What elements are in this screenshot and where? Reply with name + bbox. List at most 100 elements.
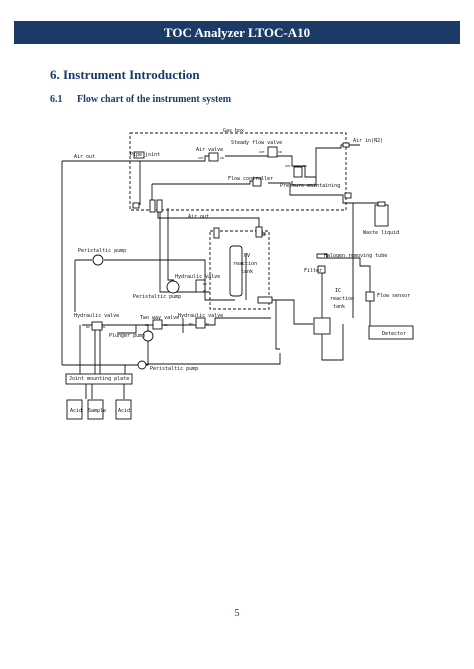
- two-way-line: [117, 325, 137, 334]
- hydraulic-valve-2-icon: [91, 321, 103, 331]
- waste-liquid-label: Waste liquid: [363, 230, 399, 236]
- uv-bottom-joint-icon: [257, 296, 273, 304]
- air-out-line: [62, 160, 141, 205]
- sample-bottle-label: Sample: [88, 408, 106, 414]
- gas-box-label: Gas box: [223, 128, 244, 134]
- uv-out-line: [260, 299, 280, 350]
- ic-reaction-label: reaction: [330, 296, 354, 302]
- vertical-joint-icon-1: [149, 199, 156, 213]
- in-port-label-2: IN: [278, 150, 282, 154]
- waste-liquid-bottle-icon: [374, 204, 389, 227]
- flow-controller-label: Flow controller: [228, 176, 273, 182]
- to-pump-line: [167, 208, 174, 281]
- out-port-label-2: OUT: [259, 150, 265, 154]
- to-ic-line: [276, 299, 313, 325]
- nc-port-label-2: NC: [102, 325, 106, 329]
- sample-bottle-icon: [87, 399, 104, 420]
- detector-label: Detector: [382, 331, 406, 337]
- peristaltic-pump-3-icon: [137, 360, 147, 370]
- out-port-label-1: OUT: [198, 156, 204, 160]
- steady-flow-valve-icon: [267, 146, 278, 158]
- peristaltic-pump-1-label: Peristaltic pump: [78, 248, 126, 254]
- uv-left-joint-icon: [213, 227, 220, 239]
- right-joint-icon: [344, 192, 352, 199]
- hydraulic-valve-2-label: Hydraulic valve: [74, 313, 119, 319]
- flow-sensor-icon: [365, 291, 375, 302]
- filter-icon: [317, 265, 326, 274]
- two-way-valve-label: Two way valve: [140, 315, 179, 321]
- acid-bottle-1-icon: [66, 399, 83, 420]
- page-number: 5: [234, 608, 240, 619]
- no-port-label-1: NO: [203, 282, 207, 286]
- joint-mounting-plate-label: Joint mounting plate: [69, 376, 129, 382]
- hv-row-line: [82, 317, 271, 326]
- in-port-label-3: IN: [303, 164, 307, 168]
- steady-flow-line: [225, 144, 360, 178]
- acid-bottle-2-label: Acid: [118, 408, 130, 414]
- uv-tank-label: tank: [241, 269, 253, 275]
- pressure-line: [291, 177, 317, 186]
- hydraulic-valve-3-label: Hydraulic valve: [178, 313, 223, 319]
- nc-port-label-1: NC: [203, 289, 207, 293]
- peristaltic-pump-1-icon: [92, 254, 104, 266]
- acid-bottle-1-label: Acid: [70, 408, 82, 414]
- ic-label: IC: [335, 288, 341, 294]
- halogen-tube-label: Halogen removing tube: [324, 253, 387, 259]
- peristaltic-pump-2-icon: [166, 280, 180, 294]
- flow-sensor-label: Flow sensor: [377, 293, 410, 299]
- subsection-number: 6.1: [50, 94, 63, 105]
- uv-top-joint-icon: [255, 226, 263, 238]
- document-header: TOC Analyzer LTOC-A10: [14, 21, 460, 44]
- bottle-lines: [85, 382, 125, 399]
- pipe-joint-icon: [133, 151, 145, 159]
- hydraulic-valve-1-icon: [195, 279, 206, 293]
- steady-flow-valve-label: Steady flow valve: [231, 140, 282, 146]
- air-out-mid-line: [157, 208, 260, 228]
- subsection-title: Flow chart of the instrument system: [77, 94, 232, 105]
- pressure-maintaining-label: Pressure maintaining: [280, 183, 340, 189]
- uv-reaction-label: reaction: [233, 261, 257, 267]
- no-port-label-4: NO: [189, 322, 193, 326]
- ic-lines: [321, 271, 344, 361]
- peristaltic-3-line: [140, 353, 281, 365]
- sample-lines: [94, 327, 101, 375]
- section-number: 6.: [50, 67, 60, 82]
- acid-bottle-2-icon: [115, 399, 132, 420]
- uv-reaction-tank-icon: [229, 245, 243, 297]
- uv-box-outline: [209, 230, 270, 310]
- detector-icon: [368, 325, 414, 340]
- air-valve-icon: [208, 152, 219, 162]
- halogen-joint-icon: [316, 253, 328, 259]
- two-way-valve-icon: [152, 319, 163, 330]
- air-out-mid-label: Air out: [188, 214, 209, 220]
- halogen-line: [322, 257, 371, 328]
- pressure-maintaining-icon: [293, 166, 303, 178]
- in-port-label-1: IN: [220, 156, 224, 160]
- air-in-joint-icon: [342, 142, 350, 148]
- nc-port-label-4: NC: [206, 322, 210, 326]
- vertical-joint-icon-2: [156, 199, 163, 213]
- out-port-label-3: OUT: [285, 164, 291, 168]
- gas-box-outline: [129, 132, 347, 211]
- section-heading: 6. Instrument Introduction: [50, 67, 200, 83]
- pipe-joint-label: Pipe joint: [130, 152, 160, 158]
- hydraulic-valve-1-label: Hydraulic valve: [175, 274, 220, 280]
- plunger-pump-icon: [142, 330, 154, 342]
- section-title: Instrument Introduction: [63, 67, 200, 82]
- uv-label: UV: [244, 253, 250, 259]
- to-valve-line: [159, 208, 210, 293]
- no-port-label-2: NO: [86, 325, 90, 329]
- subsection-heading: 6.1 Flow chart of the instrument system: [50, 94, 231, 105]
- air-in-label: Air in(N2): [353, 138, 383, 144]
- nc-port-label-3: NC: [164, 323, 168, 327]
- peristaltic-pump-2-label: Peristaltic pump: [133, 294, 181, 300]
- air-valve-label: Air valve: [196, 147, 223, 153]
- plunger-pump-label: Plunger pump: [109, 333, 145, 339]
- peristaltic-pump-3-label: Peristaltic pump: [150, 366, 198, 372]
- hydraulic-valve-3-icon: [195, 317, 206, 329]
- ic-tank-label: tank: [333, 304, 345, 310]
- joint-mounting-plate-icon: [65, 373, 133, 385]
- ic-reaction-tank-icon: [313, 317, 331, 335]
- air-out-top-label: Air out: [74, 154, 95, 160]
